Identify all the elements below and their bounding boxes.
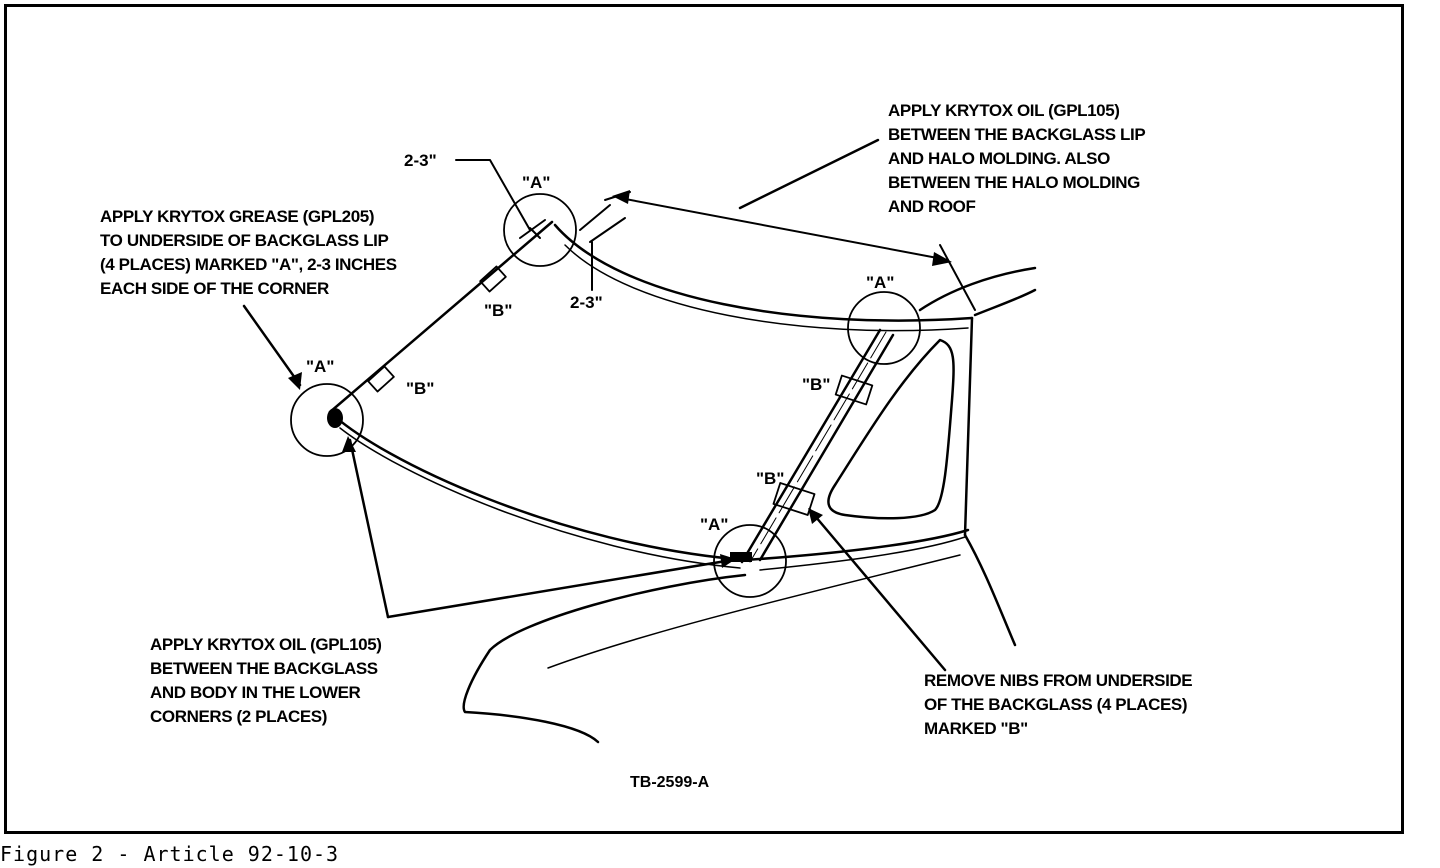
marker-a-left: "A": [306, 357, 334, 376]
halo-oil-note-line-2: BETWEEN THE BACKGLASS LIP: [888, 125, 1145, 144]
lower-oil-note-line-3: AND BODY IN THE LOWER: [150, 683, 361, 702]
c-pillar-outer: [963, 316, 974, 537]
grease-note-line-1: APPLY KRYTOX GREASE (GPL205): [100, 207, 374, 226]
remove-nibs-note-line-1: REMOVE NIBS FROM UNDERSIDE: [924, 671, 1192, 690]
pillar-centerline: [749, 331, 887, 563]
backglass-right-pillar-outer: [740, 328, 882, 564]
halo-dim-right-tick: [939, 244, 976, 311]
quarter-window: [827, 338, 955, 520]
leader-halo-oil: [738, 138, 880, 210]
place-b-box-left: [367, 365, 395, 393]
arrowhead-lower-oil-b: [720, 554, 736, 568]
grease-note-line-2: TO UNDERSIDE OF BACKGLASS LIP: [100, 231, 389, 250]
marker-b-right-upper: "B": [802, 375, 830, 394]
place-a-circle-lower: [713, 524, 787, 598]
place-a-circle-upper-left: [503, 193, 577, 267]
trunk-lid-curve: [462, 573, 747, 744]
dim-lower-tick: [579, 204, 626, 243]
lower-oil-note: APPLY KRYTOX OIL (GPL105) BETWEEN THE BA…: [150, 635, 386, 726]
marker-a-lower: "A": [700, 515, 728, 534]
place-a-circle-upper-right: [847, 291, 921, 365]
place-a-circle-left: [290, 383, 364, 457]
place-b-box-upper-left: [479, 265, 507, 293]
grease-note-line-3: (4 PLACES) MARKED "A", 2-3 INCHES: [100, 255, 397, 274]
grease-note: APPLY KRYTOX GREASE (GPL205) TO UNDERSID…: [100, 207, 401, 298]
lower-oil-note-line-2: BETWEEN THE BACKGLASS: [150, 659, 378, 678]
lower-oil-note-line-4: CORNERS (2 PLACES): [150, 707, 327, 726]
document-id: TB-2599-A: [630, 774, 710, 791]
c-pillar-rear: [963, 533, 1017, 647]
lower-oil-note-line-1: APPLY KRYTOX OIL (GPL105): [150, 635, 382, 654]
leader-lower-oil-a: [348, 438, 390, 619]
leader-lower-oil-b: [386, 558, 734, 619]
arrowhead-grease: [288, 372, 302, 390]
lower-body-edge-2: [759, 536, 966, 571]
dimension-lower-label: 2-3": [570, 293, 603, 312]
remove-nibs-note: REMOVE NIBS FROM UNDERSIDE OF THE BACKGL…: [924, 671, 1197, 738]
remove-nibs-note-line-2: OF THE BACKGLASS (4 PLACES): [924, 695, 1187, 714]
arrowhead-halo-right: [932, 252, 952, 266]
place-b-box-right-upper: [834, 374, 874, 406]
dim-upper-leader: [455, 159, 531, 231]
marker-a-upper-right: "A": [866, 273, 894, 292]
lower-corner-gasket: [730, 552, 752, 562]
backglass-bottom-edge: [328, 410, 747, 562]
marker-b-left: "B": [406, 379, 434, 398]
left-corner-gasket: [327, 408, 343, 428]
backglass-top-edge-inner: [564, 244, 969, 332]
marker-b-right-lower: "B": [756, 469, 784, 488]
backglass-left-edge: [328, 220, 554, 414]
halo-oil-note-line-3: AND HALO MOLDING. ALSO: [888, 149, 1110, 168]
roof-line-2: [973, 288, 1037, 317]
figure-caption: Figure 2 - Article 92-10-3: [0, 842, 340, 866]
halo-oil-note: APPLY KRYTOX OIL (GPL105) BETWEEN THE BA…: [888, 101, 1149, 216]
figure-frame: [4, 4, 1404, 834]
roof-line: [918, 266, 1037, 312]
arrowhead-lower-oil-a: [342, 436, 356, 452]
place-b-box-right-lower: [772, 482, 816, 516]
leader-grease: [242, 304, 302, 387]
grease-note-line-4: EACH SIDE OF THE CORNER: [100, 279, 329, 298]
trunk-line: [547, 554, 961, 669]
halo-oil-note-line-1: APPLY KRYTOX OIL (GPL105): [888, 101, 1120, 120]
arrowhead-nibs: [808, 508, 823, 524]
backglass-top-edge: [553, 223, 974, 322]
backglass-right-pillar-inner: [758, 333, 895, 562]
backglass-bottom-edge-inner: [339, 427, 741, 569]
marker-b-upper-left: "B": [484, 301, 512, 320]
dimension-upper-label: 2-3": [404, 151, 437, 170]
marker-a-upper-left: "A": [522, 173, 550, 192]
halo-dim-line: [619, 197, 949, 261]
lower-body-edge: [743, 528, 970, 562]
halo-oil-note-line-4: BETWEEN THE HALO MOLDING: [888, 173, 1140, 192]
leader-nibs: [808, 508, 947, 672]
remove-nibs-note-line-3: MARKED "B": [924, 719, 1028, 738]
halo-oil-note-line-5: AND ROOF: [888, 197, 975, 216]
arrowhead-halo-left: [612, 190, 630, 204]
dim-upper-tick: [519, 219, 546, 239]
